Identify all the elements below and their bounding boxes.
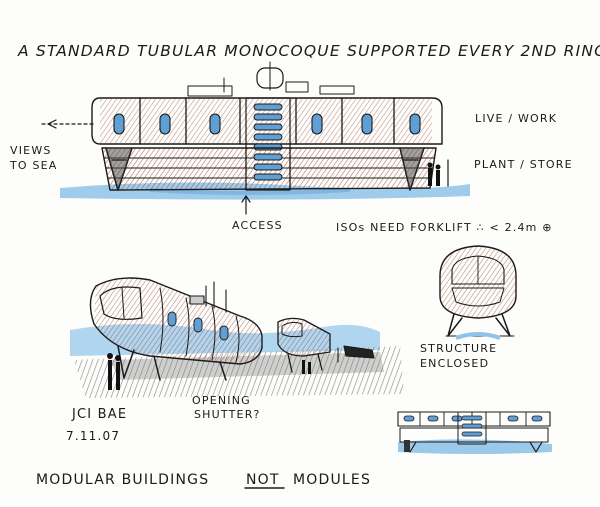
footer-text-b: MODULES [293,472,371,488]
structure-label-2: ENCLOSED [420,357,489,370]
title-text: A STANDARD TUBULAR MONOCOQUE SUPPORTED E… [17,42,600,60]
opening-label-2: SHUTTER? [194,408,261,421]
views-label-2: TO SEA [9,159,58,172]
author-label: JCI BAE [71,407,127,422]
date-label: 7.11.07 [66,429,120,443]
access-label: ACCESS [232,219,283,232]
section-sketch [439,245,517,340]
perspective-sketch [70,277,404,398]
iso-note: ISOs NEED FORKLIFT ∴ < 2.4m ⊕ [336,221,553,234]
main-elevation [41,61,470,215]
views-label-1: VIEWS [10,144,52,157]
small-elevation [397,411,552,454]
structure-label-1: STRUCTURE [420,342,497,355]
footer-text-a: MODULAR BUILDINGS [36,472,209,488]
plant-store-label: PLANT / STORE [474,158,573,171]
live-work-label: LIVE / WORK [475,112,557,125]
opening-label-1: OPENING [192,394,251,407]
footer-text-not: NOT [246,472,280,488]
